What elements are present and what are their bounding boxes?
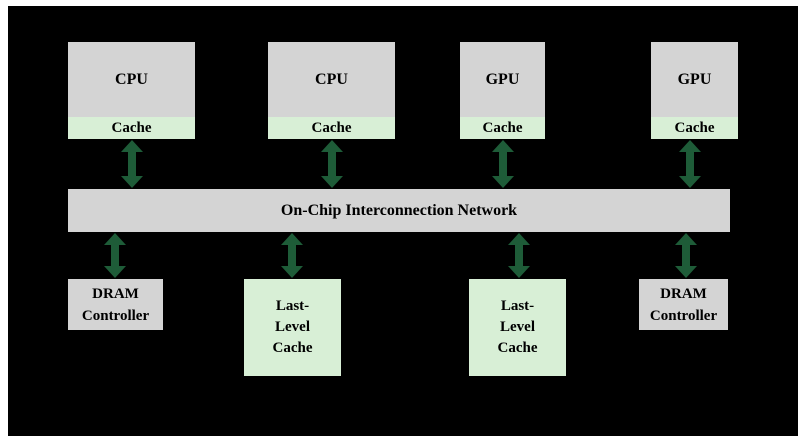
double-arrow-icon bbox=[508, 233, 530, 278]
cpu-1-label: CPU bbox=[115, 70, 148, 88]
gpu-1-cache: Cache bbox=[460, 117, 545, 139]
double-arrow-icon bbox=[675, 233, 697, 278]
double-arrow-icon bbox=[321, 140, 343, 188]
cpu-2-cache-label: Cache bbox=[311, 119, 352, 136]
cpu-1-block: CPU bbox=[68, 42, 195, 117]
interconnect-bus: On-Chip Interconnection Network bbox=[68, 189, 730, 232]
double-arrow-icon bbox=[121, 140, 143, 188]
cpu-2-block: CPU bbox=[268, 42, 395, 117]
dram-controller-2: DRAM Controller bbox=[639, 279, 728, 330]
interconnect-label: On-Chip Interconnection Network bbox=[280, 201, 518, 219]
last-level-cache-2-label: Last- Level Cache bbox=[497, 298, 538, 356]
soc-architecture-diagram: CPU Cache CPU Cache GPU Cache GPU Cache … bbox=[8, 6, 798, 436]
gpu-1-block: GPU bbox=[460, 42, 545, 117]
gpu-2-cache-label: Cache bbox=[674, 119, 715, 136]
cpu-2-label: CPU bbox=[315, 70, 348, 88]
last-level-cache-2: Last- Level Cache bbox=[469, 279, 566, 376]
cpu-2-cache: Cache bbox=[268, 117, 395, 139]
gpu-1-cache-label: Cache bbox=[482, 119, 523, 136]
last-level-cache-1: Last- Level Cache bbox=[244, 279, 341, 376]
double-arrow-icon bbox=[281, 233, 303, 278]
dram-controller-1: DRAM Controller bbox=[68, 279, 163, 330]
double-arrow-icon bbox=[679, 140, 701, 188]
dram-controller-2-label: DRAM Controller bbox=[649, 285, 718, 324]
gpu-1-label: GPU bbox=[485, 70, 520, 88]
gpu-2-label: GPU bbox=[677, 70, 712, 88]
last-level-cache-1-label: Last- Level Cache bbox=[272, 298, 313, 356]
double-arrow-icon bbox=[492, 140, 514, 188]
dram-controller-1-label: DRAM Controller bbox=[81, 285, 150, 324]
gpu-2-block: GPU bbox=[651, 42, 738, 117]
cpu-1-cache: Cache bbox=[68, 117, 195, 139]
double-arrow-icon bbox=[104, 233, 126, 278]
cpu-1-cache-label: Cache bbox=[111, 119, 152, 136]
gpu-2-cache: Cache bbox=[651, 117, 738, 139]
